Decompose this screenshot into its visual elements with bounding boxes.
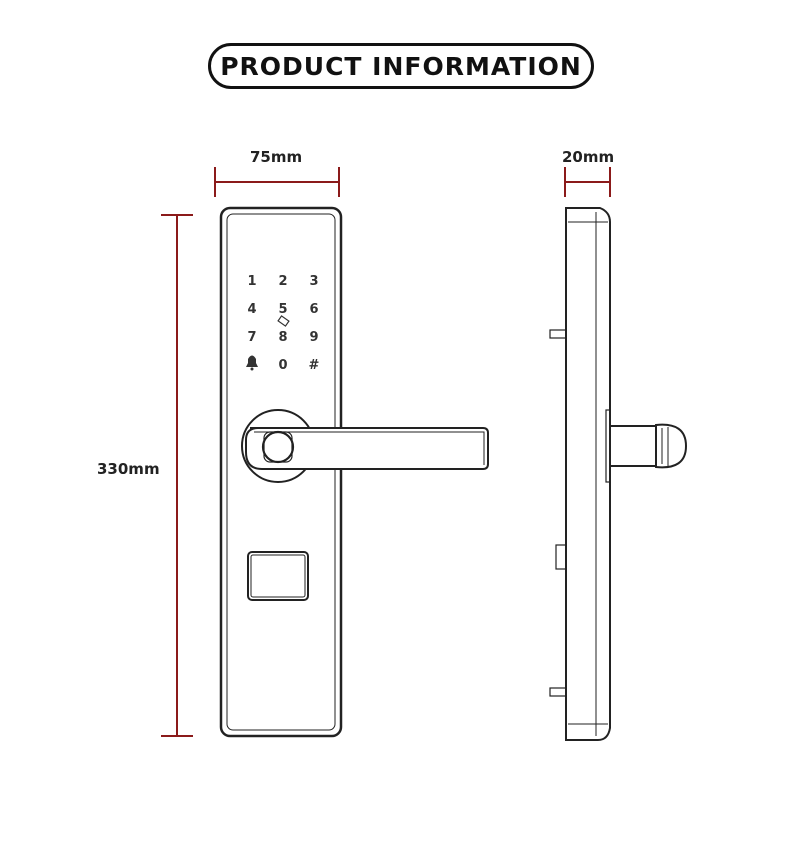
key-9: 9 xyxy=(309,330,318,345)
key-5: 5 xyxy=(278,302,287,317)
page-title: PRODUCT INFORMATION xyxy=(220,51,582,81)
width-dimension-line xyxy=(214,167,340,197)
depth-label: 20mm xyxy=(562,148,615,166)
keypad: 1 2 3 4 5 6 7 8 9 0 # xyxy=(247,274,319,373)
front-view: 1 2 3 4 5 6 7 8 9 0 # xyxy=(219,206,489,738)
side-view xyxy=(549,207,688,741)
depth-dimension-line xyxy=(564,167,611,197)
key-7: 7 xyxy=(247,330,256,345)
key-2: 2 xyxy=(278,274,287,289)
card-sensor-icon xyxy=(277,315,290,327)
key-0: 0 xyxy=(278,358,287,373)
key-8: 8 xyxy=(278,330,287,345)
key-3: 3 xyxy=(309,274,318,289)
height-dimension-line xyxy=(161,214,193,737)
key-6: 6 xyxy=(309,302,318,317)
key-4: 4 xyxy=(247,302,256,317)
width-label: 75mm xyxy=(250,148,303,166)
fingerprint-sensor xyxy=(261,430,295,464)
bell-icon xyxy=(246,355,258,371)
handle-lever xyxy=(245,427,489,470)
height-label: 330mm xyxy=(97,460,160,478)
side-handle xyxy=(609,425,663,467)
key-hash: # xyxy=(309,358,320,373)
key-1: 1 xyxy=(247,274,256,289)
title-pill: PRODUCT INFORMATION xyxy=(208,43,594,89)
card-reader-window xyxy=(247,551,309,601)
